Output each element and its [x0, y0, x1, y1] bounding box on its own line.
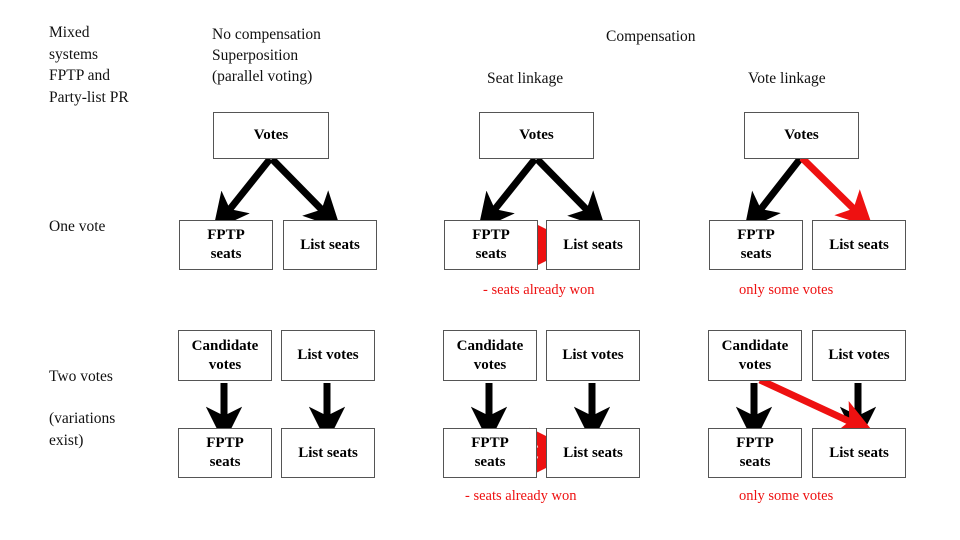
box-list-votes-c1: List votes — [281, 330, 375, 381]
column-header-compensation: Compensation — [606, 28, 696, 45]
corner-label-mixed-systems: Mixed systems FPTP and Party-list PR — [49, 24, 129, 106]
arrow-votes-to-fptp-c3 — [744, 156, 803, 231]
box-votes-c1: Votes — [213, 112, 329, 159]
box-fptp-seats-c3: FPTP seats — [709, 220, 803, 270]
box-votes-c3: Votes — [744, 112, 859, 159]
box-list-seats-c3: List seats — [812, 220, 906, 270]
arrow-votes-to-list-red-c3 — [799, 155, 873, 228]
column-header-seat-linkage: Seat linkage — [487, 70, 564, 87]
box-list-votes-c2: List votes — [546, 330, 640, 381]
box-list-seats-c1-bottom: List seats — [281, 428, 375, 478]
row-label-two-votes-note: (variations exist) — [49, 410, 116, 449]
box-fptp-seats-c3-bottom: FPTP seats — [708, 428, 802, 478]
box-candidate-votes-c3: Candidate votes — [708, 330, 802, 381]
box-fptp-seats-c2-bottom: FPTP seats — [443, 428, 537, 478]
note-seats-already-won-c2: - seats already won — [483, 282, 595, 298]
box-list-seats-c1: List seats — [283, 220, 377, 270]
box-list-seats-c3-bottom: List seats — [812, 428, 906, 478]
note-only-some-votes-c3-bottom: only some votes — [739, 488, 834, 504]
column-header-no-compensation: No compensation Superposition (parallel … — [212, 26, 321, 85]
box-votes-c2: Votes — [479, 112, 594, 159]
arrow-votes-to-fptp-c1 — [212, 156, 273, 231]
column-header-vote-linkage: Vote linkage — [748, 70, 826, 87]
row-label-two-votes: Two votes — [49, 368, 113, 385]
box-fptp-seats-c1: FPTP seats — [179, 220, 273, 270]
box-list-seats-c2: List seats — [546, 220, 640, 270]
row-label-one-vote: One vote — [49, 218, 106, 235]
box-fptp-seats-c2: FPTP seats — [444, 220, 538, 270]
arrow-votes-to-list-c2 — [534, 156, 606, 229]
box-list-votes-c3: List votes — [812, 330, 906, 381]
box-list-seats-c2-bottom: List seats — [546, 428, 640, 478]
arrow-votes-to-fptp-c2 — [477, 156, 538, 231]
note-seats-already-won-c2-bottom: - seats already won — [465, 488, 577, 504]
box-candidate-votes-c1: Candidate votes — [178, 330, 272, 381]
arrow-votes-to-list-c1 — [269, 156, 341, 229]
box-fptp-seats-c1-bottom: FPTP seats — [178, 428, 272, 478]
box-candidate-votes-c2: Candidate votes — [443, 330, 537, 381]
note-only-some-votes-c3: only some votes — [739, 282, 834, 298]
arrow-candidate-to-listseats-red-c3 — [758, 376, 875, 435]
